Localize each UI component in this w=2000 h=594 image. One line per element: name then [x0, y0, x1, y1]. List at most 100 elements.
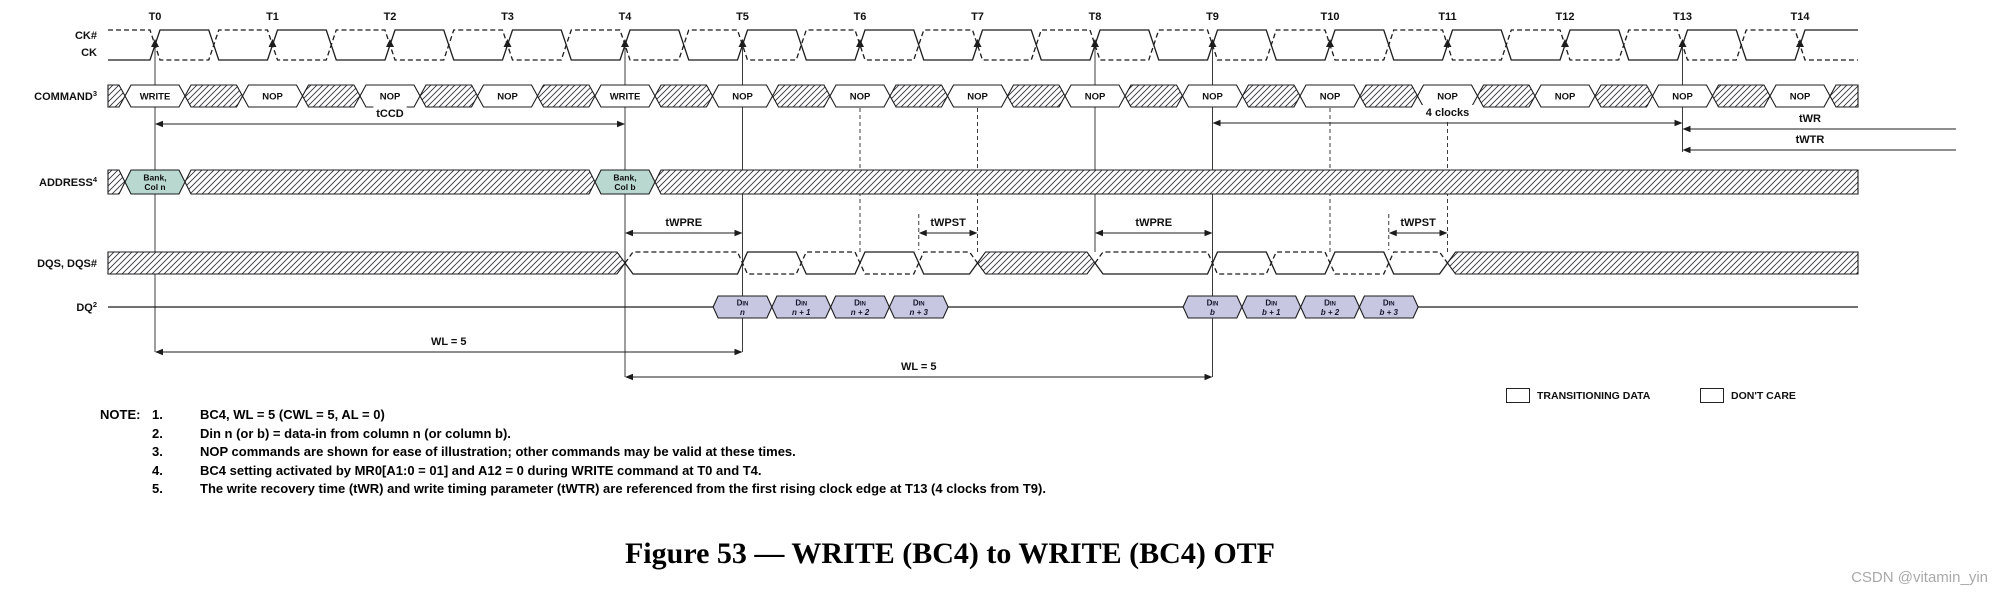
- clock-tick-label: T8: [1089, 11, 1102, 23]
- ck-waveform: [108, 29, 1858, 61]
- notes-heading: NOTE:: [100, 407, 141, 422]
- dq-data-beat: [1358, 295, 1419, 319]
- label-backdrop: [928, 215, 969, 229]
- arrowhead: [1682, 125, 1691, 133]
- note-text: NOP commands are shown for ease of illus…: [200, 444, 796, 460]
- dont-care-segment: [184, 84, 244, 108]
- bus-label: NOP: [497, 92, 518, 103]
- timing-annotation: tWR: [1799, 113, 1821, 125]
- notes-heading-spacer: [100, 425, 152, 444]
- dq-beat-index: b + 2: [1321, 308, 1340, 317]
- clock-edge-arrow: [268, 39, 277, 47]
- clock-edge-arrow: [1678, 39, 1687, 47]
- bus-label: NOP: [732, 92, 753, 103]
- dont-care-segment: [1241, 84, 1301, 108]
- arrowhead: [1682, 146, 1691, 154]
- arrowhead: [155, 120, 163, 128]
- row-label: CK: [81, 47, 97, 59]
- dont-care-segment: [184, 169, 596, 195]
- dq-beat-label: DIN: [1383, 299, 1395, 308]
- clock-edge-arrow: [1326, 39, 1334, 47]
- note-text: BC4, WL = 5 (CWL = 5, AL = 0): [200, 407, 385, 422]
- clock-tick-label: T9: [1206, 11, 1219, 23]
- label-backdrop: [663, 215, 704, 229]
- clock-edge-arrow: [621, 39, 629, 47]
- clock-edge-arrow: [151, 39, 159, 47]
- arrowhead: [918, 229, 927, 237]
- dont-care-segment: [1476, 84, 1536, 108]
- ck-hash-waveform: [108, 29, 1858, 61]
- row-label: COMMAND3: [34, 89, 97, 103]
- clock-tick-label: T1: [266, 11, 279, 23]
- arrowhead: [1439, 229, 1448, 237]
- note-number: 4.: [152, 462, 163, 478]
- timing-annotation: tWTR: [1796, 134, 1825, 146]
- dont-care-segment: [419, 84, 479, 108]
- note-number: 1.: [152, 407, 163, 422]
- dont-care-segment: [1829, 84, 1859, 108]
- arrowhead: [1212, 119, 1221, 127]
- label-backdrop: [373, 106, 407, 120]
- dq-beat-index: b + 1: [1262, 308, 1281, 317]
- row-label: CK#: [75, 30, 97, 42]
- dont-care-segment: [771, 84, 831, 108]
- note-row: 4. BC4 setting activated by MR0[A1:0 = 0…: [100, 462, 1046, 481]
- bus-label: WRITE: [140, 92, 171, 103]
- legend-item-dont-care: DON'T CARE: [1700, 388, 1796, 403]
- dq-beat-index: n + 2: [851, 308, 870, 317]
- bus-label: NOP: [1437, 92, 1458, 103]
- clock-tick-label: T14: [1791, 11, 1811, 23]
- dont-care-segment: [1711, 84, 1771, 108]
- dont-care-segment: [1594, 84, 1654, 108]
- arrowhead: [969, 229, 978, 237]
- timing-annotation: 4 clocks: [1426, 107, 1469, 119]
- notes-heading-spacer: [100, 480, 152, 499]
- dont-care-swatch: [1700, 388, 1724, 403]
- clock-edge-arrow: [1443, 39, 1452, 47]
- note-text: The write recovery time (tWR) and write …: [200, 481, 1046, 497]
- dqs-waveform: [624, 251, 979, 275]
- dont-care-segment: [1006, 84, 1066, 108]
- watermark: CSDN @vitamin_yin: [1851, 569, 1988, 586]
- legend-item-transitioning-data: TRANSITIONING DATA: [1506, 388, 1650, 403]
- timing-annotation: tWPST: [1400, 217, 1436, 229]
- clock-edge-arrow: [503, 39, 512, 47]
- dq-beat-label: DIN: [854, 299, 866, 308]
- label-backdrop: [1417, 105, 1478, 119]
- clock-edge-arrow: [1561, 39, 1569, 47]
- clock-edge-arrow: [973, 39, 982, 47]
- row-label: ADDRESS4: [39, 175, 98, 189]
- note-row: 5. The write recovery time (tWR) and wri…: [100, 480, 1046, 499]
- dqs-dont-care: [976, 251, 1096, 275]
- row-label: DQ2: [76, 300, 97, 314]
- bus-label: NOP: [850, 92, 871, 103]
- dont-care-segment: [107, 84, 126, 108]
- dq-beat-label: DIN: [737, 299, 749, 308]
- timing-annotation: tWPRE: [1135, 217, 1172, 229]
- arrowhead: [1095, 229, 1103, 237]
- label-backdrop: [895, 359, 943, 373]
- dqs-dont-care: [107, 251, 626, 275]
- clock-tick-label: T13: [1673, 11, 1692, 23]
- row-label: DQS, DQS#: [37, 258, 97, 270]
- arrowhead: [734, 348, 743, 356]
- clock-tick-label: T12: [1556, 11, 1575, 23]
- bus-label: NOP: [1202, 92, 1223, 103]
- dq-beat-index: b + 3: [1380, 308, 1399, 317]
- clock-tick-label: T10: [1321, 11, 1340, 23]
- timing-annotation: tWPST: [930, 217, 966, 229]
- dont-care-segment: [536, 84, 596, 108]
- dq-beat-index: n + 1: [792, 308, 811, 317]
- notes-heading-spacer: [100, 443, 152, 462]
- arrowhead: [625, 373, 633, 381]
- clock-tick-label: T4: [619, 11, 633, 23]
- bus-label: WRITE: [610, 92, 641, 103]
- dq-beat-index: n + 3: [910, 308, 929, 317]
- dqs-dont-care: [1446, 251, 1859, 275]
- dq-beat-index: b: [1210, 308, 1215, 317]
- timing-annotation: WL = 5: [431, 336, 467, 348]
- note-row: 3. NOP commands are shown for ease of il…: [100, 443, 1046, 462]
- note-number: 5.: [152, 481, 163, 497]
